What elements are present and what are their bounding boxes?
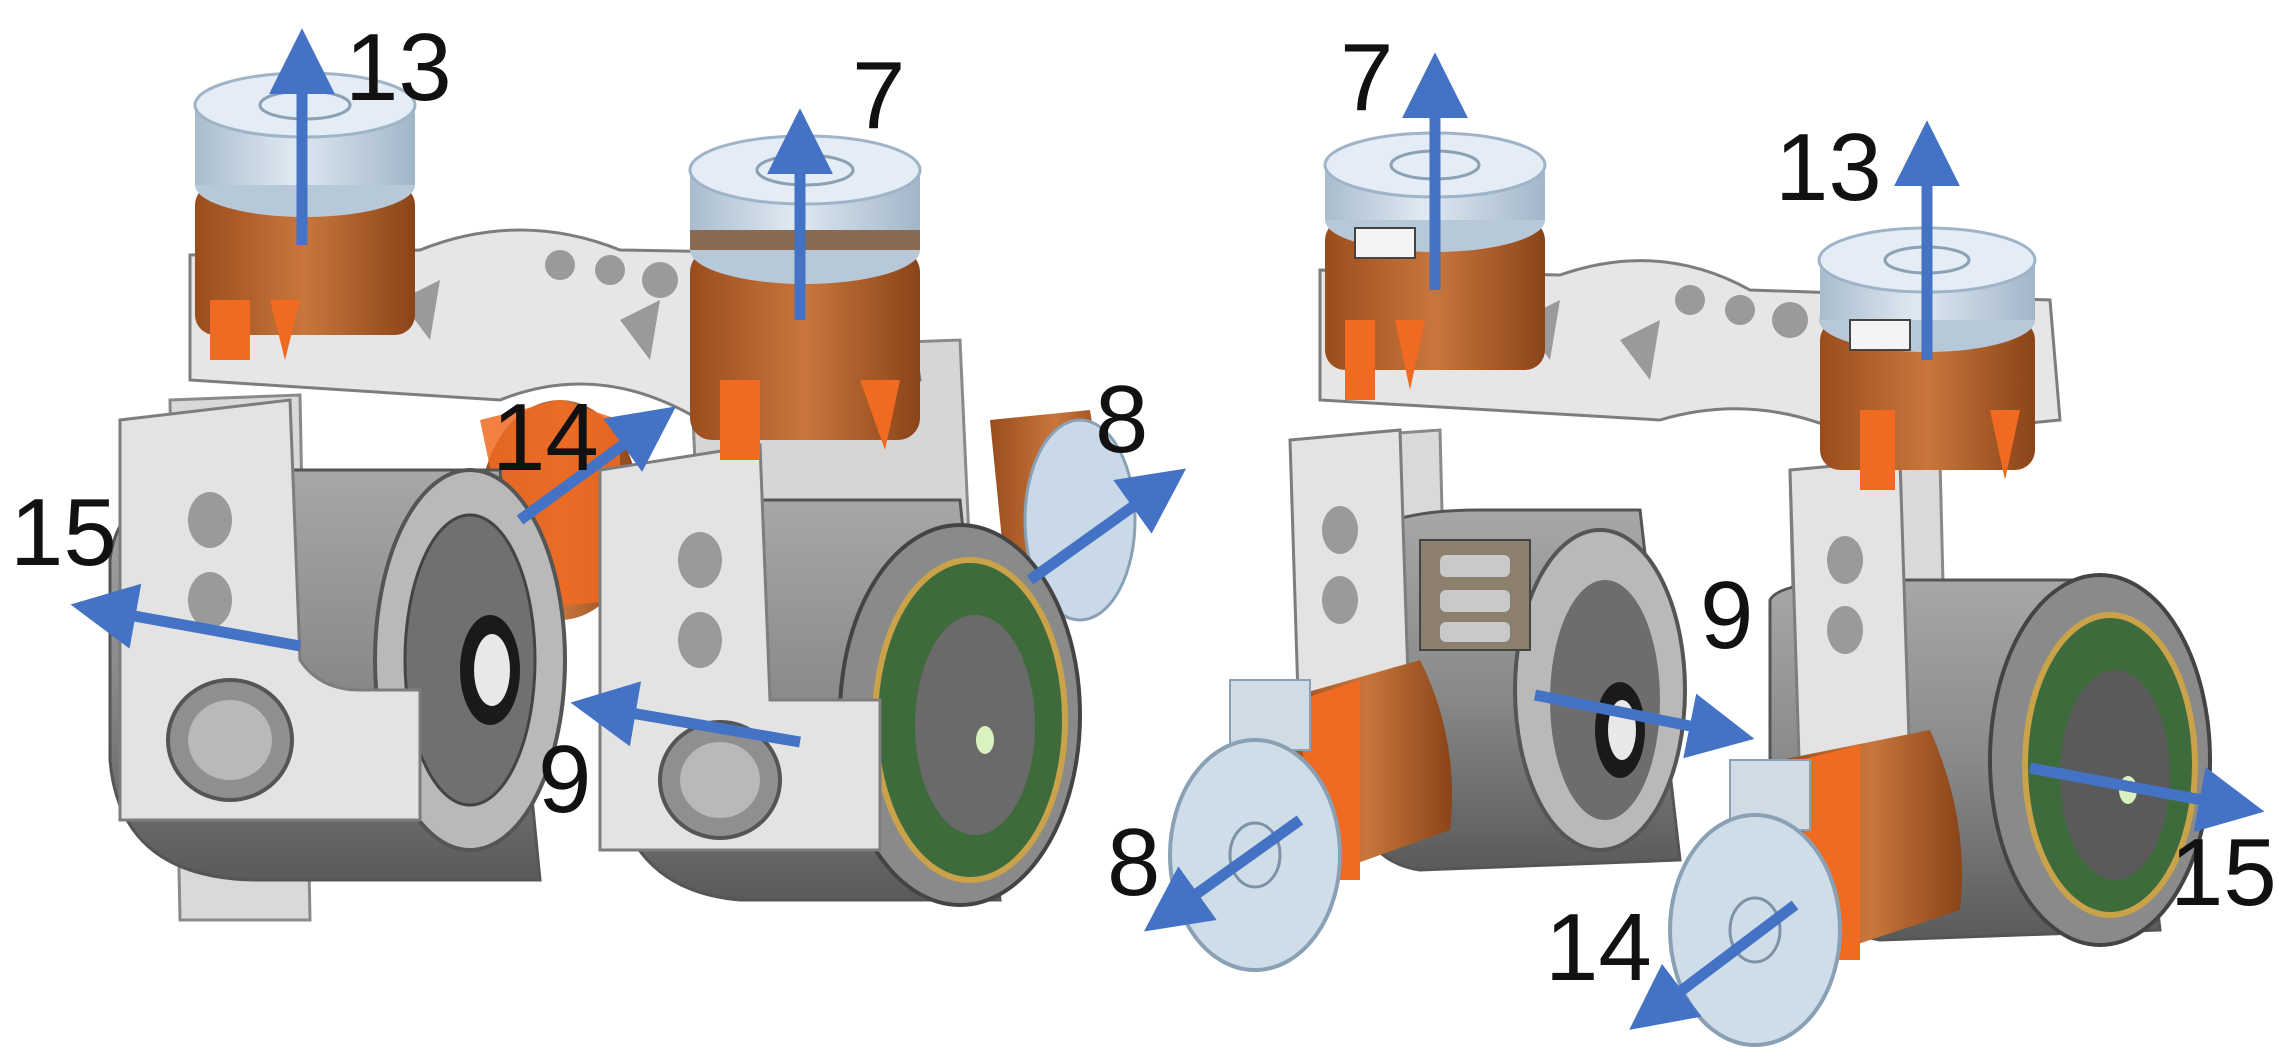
label-axis-15: 15 (2170, 819, 2277, 926)
axis-9-arrow (570, 681, 801, 748)
joint-8-motor (1168, 660, 1452, 972)
axis-15-arrow (2028, 762, 2265, 832)
axis-arrows-right (1143, 52, 2265, 1030)
label-axis-8: 8 (1107, 809, 1160, 916)
label-axis-7: 7 (852, 42, 905, 149)
axis-8-arrow (1143, 815, 1304, 932)
axis-14-arrow (516, 406, 677, 525)
left-view: 13 7 14 8 15 9 (10, 14, 1187, 922)
front-frame-left (118, 398, 422, 822)
label-axis-13: 13 (1775, 114, 1882, 221)
joint-14-motor (1668, 730, 1962, 1047)
label-axis-9: 9 (538, 726, 591, 833)
axis-8-arrow (1026, 468, 1187, 585)
label-axis-14: 14 (492, 384, 599, 491)
axis-arrows-left (70, 28, 1187, 748)
joint-13-motor (193, 71, 417, 360)
axis-9-arrow (1533, 689, 1755, 759)
front-frame-right (598, 443, 882, 852)
axis-15-arrow (70, 583, 301, 652)
label-axis-7: 7 (1340, 24, 1393, 131)
label-axis-13: 13 (345, 14, 452, 121)
label-axis-14: 14 (1545, 894, 1652, 1001)
label-axis-9: 9 (1700, 562, 1753, 669)
axis-14-arrow (1629, 900, 1799, 1030)
right-view: 7 13 9 8 15 14 (1107, 24, 2277, 1047)
label-axis-8: 8 (1095, 366, 1148, 473)
label-axis-15: 15 (10, 479, 117, 586)
